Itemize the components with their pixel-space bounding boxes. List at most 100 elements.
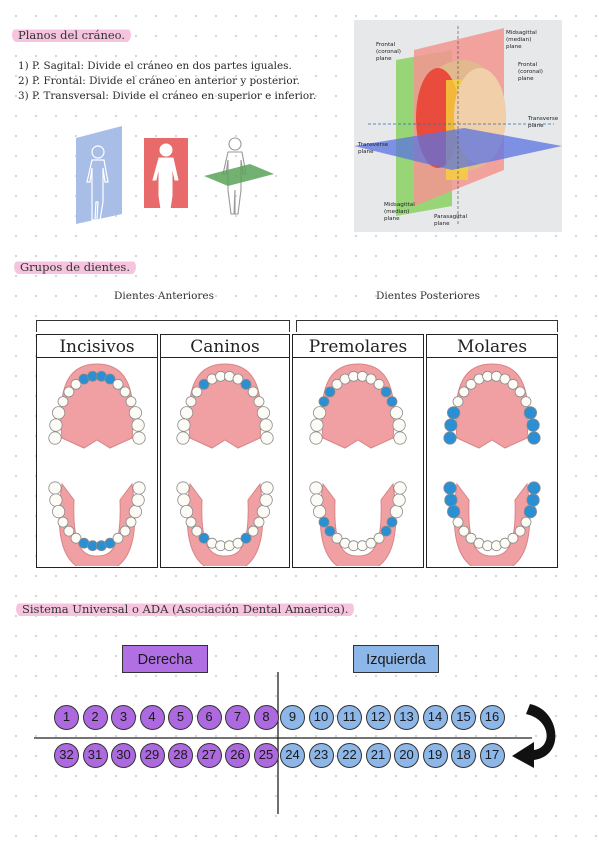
lower-tooth-14 bbox=[523, 505, 538, 519]
lower-tooth-16 bbox=[132, 481, 146, 495]
upper-tooth-4 bbox=[318, 396, 330, 407]
tooth-15: 15 bbox=[451, 705, 476, 730]
upper-tooth-11 bbox=[112, 378, 124, 390]
lower-tooth-16 bbox=[527, 481, 541, 495]
upper-tooth-15 bbox=[392, 418, 406, 432]
upper-tooth-16 bbox=[527, 431, 541, 445]
lower-tooth-10 bbox=[499, 537, 511, 549]
panel-title-molars: Molares bbox=[426, 334, 558, 358]
upper-tooth-5 bbox=[191, 386, 203, 398]
upper-tooth-13 bbox=[520, 396, 532, 407]
lower-tooth-13 bbox=[125, 516, 137, 528]
lower-tooth-2 bbox=[49, 493, 63, 507]
lower-arch bbox=[309, 481, 407, 566]
lower-tooth-15 bbox=[526, 493, 540, 507]
svg-text:(median): (median) bbox=[384, 209, 409, 215]
tooth-10: 10 bbox=[308, 705, 334, 730]
upper-tooth-13 bbox=[386, 396, 398, 407]
lower-tooth-15 bbox=[259, 493, 273, 507]
lower-tooth-3 bbox=[52, 505, 66, 519]
upper-tooth-16 bbox=[260, 431, 274, 445]
section-title-system: Sistema Universal o ADA (Asociación Dent… bbox=[16, 600, 355, 618]
svg-text:plane: plane bbox=[384, 216, 400, 222]
tooth-14: 14 bbox=[422, 705, 448, 730]
plane-item-transverse: 3) P. Transversal: Divide el cráneo en s… bbox=[18, 90, 317, 102]
upper-tooth-10 bbox=[365, 373, 377, 385]
upper-tooth-12 bbox=[119, 386, 131, 398]
tooth-24: 24 bbox=[280, 743, 305, 768]
upper-tooth-1 bbox=[309, 431, 323, 445]
upper-tooth-2 bbox=[444, 418, 458, 432]
plane-item-sagittal: 1) P. Sagital: Divide el cráneo en dos p… bbox=[18, 60, 292, 72]
lower-tooth-15 bbox=[392, 493, 406, 507]
upper-tooth-3 bbox=[447, 406, 461, 420]
lower-arch bbox=[48, 481, 146, 566]
upper-tooth-10 bbox=[104, 373, 116, 385]
svg-text:(coronal): (coronal) bbox=[376, 49, 401, 55]
upper-tooth-4 bbox=[185, 396, 197, 407]
section-title-planes: Planos del cráneo. bbox=[12, 26, 132, 44]
lower-tooth-4 bbox=[57, 516, 69, 528]
upper-tooth-5 bbox=[458, 386, 470, 398]
upper-tooth-16 bbox=[132, 431, 146, 445]
skull-label-transverse-right: Transverse bbox=[527, 116, 559, 122]
tooth-7: 7 bbox=[225, 705, 250, 730]
lower-tooth-4 bbox=[318, 516, 330, 528]
upper-tooth-14 bbox=[389, 406, 404, 420]
lower-tooth-5 bbox=[63, 525, 75, 537]
upper-tooth-10 bbox=[499, 373, 511, 385]
skull-label-midsagittal-bottom: Midsagittal bbox=[384, 202, 415, 208]
tooth-chart-axes bbox=[34, 672, 556, 814]
upper-tooth-14 bbox=[128, 406, 143, 420]
lower-tooth-12 bbox=[119, 525, 131, 537]
jaw-diagram-canines bbox=[176, 363, 274, 566]
lower-tooth-10 bbox=[365, 537, 377, 549]
lower-tooth-1 bbox=[48, 481, 62, 495]
lower-tooth-10 bbox=[104, 537, 116, 549]
lower-tooth-3 bbox=[313, 505, 327, 519]
upper-tooth-15 bbox=[131, 418, 145, 432]
upper-tooth-14 bbox=[256, 406, 271, 420]
svg-text:(coronal): (coronal) bbox=[518, 69, 543, 75]
lower-tooth-1 bbox=[176, 481, 190, 495]
upper-tooth-6 bbox=[465, 378, 477, 390]
anterior-bracket bbox=[36, 320, 290, 332]
skull-label-frontal-right: Frontal bbox=[518, 62, 538, 68]
upper-tooth-1 bbox=[443, 431, 457, 445]
body-planes-illustration bbox=[76, 126, 274, 224]
upper-tooth-4 bbox=[452, 396, 464, 407]
lower-tooth-3 bbox=[180, 505, 194, 519]
lower-tooth-2 bbox=[177, 493, 191, 507]
upper-tooth-12 bbox=[247, 386, 259, 398]
tooth-3: 3 bbox=[111, 705, 136, 730]
lower-tooth-11 bbox=[373, 532, 385, 544]
lower-tooth-3 bbox=[447, 505, 461, 519]
upper-tooth-12 bbox=[514, 386, 526, 398]
lower-tooth-4 bbox=[185, 516, 197, 528]
tooth-29: 29 bbox=[139, 743, 165, 768]
lower-tooth-6 bbox=[70, 532, 82, 544]
lower-tooth-2 bbox=[444, 493, 458, 507]
lower-tooth-5 bbox=[324, 525, 336, 537]
upper-tooth-2 bbox=[177, 418, 191, 432]
upper-tooth-1 bbox=[176, 431, 190, 445]
upper-tooth-11 bbox=[240, 378, 252, 390]
panel-title-premolars: Premolares bbox=[292, 334, 424, 358]
svg-text:plane: plane bbox=[518, 76, 534, 82]
frontal-plane-figure bbox=[144, 138, 188, 217]
skull-label-frontal: Frontal bbox=[376, 42, 396, 48]
tooth-6: 6 bbox=[196, 705, 222, 730]
upper-tooth-6 bbox=[70, 378, 82, 390]
jaw-diagram-molars bbox=[443, 363, 541, 566]
transverse-plane-figure bbox=[204, 137, 274, 215]
lower-tooth-14 bbox=[389, 505, 404, 519]
lower-tooth-14 bbox=[256, 505, 271, 519]
upper-tooth-15 bbox=[526, 418, 540, 432]
tooth-23: 23 bbox=[308, 743, 334, 768]
svg-text:plane: plane bbox=[358, 149, 374, 155]
lower-tooth-12 bbox=[247, 525, 259, 537]
tooth-11: 11 bbox=[337, 705, 362, 730]
jaw-diagram-premolars bbox=[309, 363, 407, 566]
lower-tooth-13 bbox=[520, 516, 532, 528]
tooth-28: 28 bbox=[168, 743, 193, 768]
